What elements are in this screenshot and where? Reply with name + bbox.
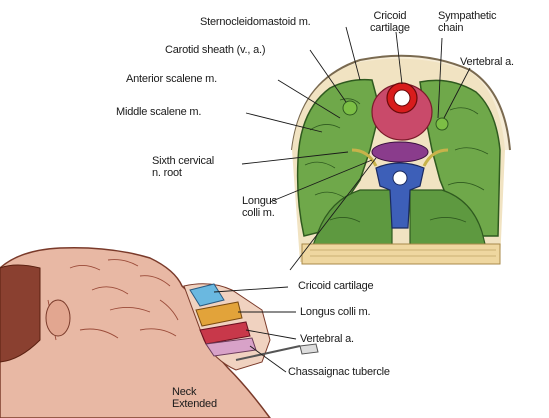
label-sternocleidomastoid: Sternocleidomastoid m. (200, 16, 311, 28)
label-line: Neck (172, 386, 217, 398)
label-middle-scalene: Middle scalene m. (116, 106, 201, 118)
label-line: Sympathetic (438, 10, 496, 22)
label-line: Sixth cervical (152, 155, 214, 167)
label-longus-colli-bottom: Longus colli m. (300, 306, 370, 318)
label-cricoid-cartilage-top: Cricoid cartilage (370, 10, 410, 34)
label-line: n. root (152, 167, 214, 179)
neck-cross-section (292, 56, 510, 264)
label-neck-extended: Neck Extended (172, 386, 217, 410)
label-line: Extended (172, 398, 217, 410)
label-carotid-sheath: Carotid sheath (v., a.) (165, 44, 265, 56)
posterior-fat-layer (302, 244, 500, 264)
spinal-canal (393, 171, 407, 185)
esophagus (372, 142, 428, 162)
sympathetic-node-right (436, 118, 448, 130)
label-anterior-scalene: Anterior scalene m. (126, 73, 217, 85)
label-line: Longus (242, 195, 277, 207)
airway-lumen (394, 90, 410, 106)
label-cricoid-cartilage-bottom: Cricoid cartilage (298, 280, 373, 292)
label-sympathetic-chain: Sympathetic chain (438, 10, 496, 34)
carotid-vessel-left (343, 101, 357, 115)
label-line: colli m. (242, 207, 277, 219)
label-vertebral-artery-bottom: Vertebral a. (300, 333, 354, 345)
label-longus-colli-top: Longus colli m. (242, 195, 277, 219)
label-line: chain (438, 22, 496, 34)
patient-head (0, 248, 318, 418)
label-chassaignac-tubercle: Chassaignac tubercle (288, 366, 390, 378)
label-line: Cricoid (370, 10, 410, 22)
label-vertebral-artery-top: Vertebral a. (460, 56, 514, 68)
label-sixth-cervical-root: Sixth cervical n. root (152, 155, 214, 179)
label-line: cartilage (370, 22, 410, 34)
ear (46, 300, 70, 336)
